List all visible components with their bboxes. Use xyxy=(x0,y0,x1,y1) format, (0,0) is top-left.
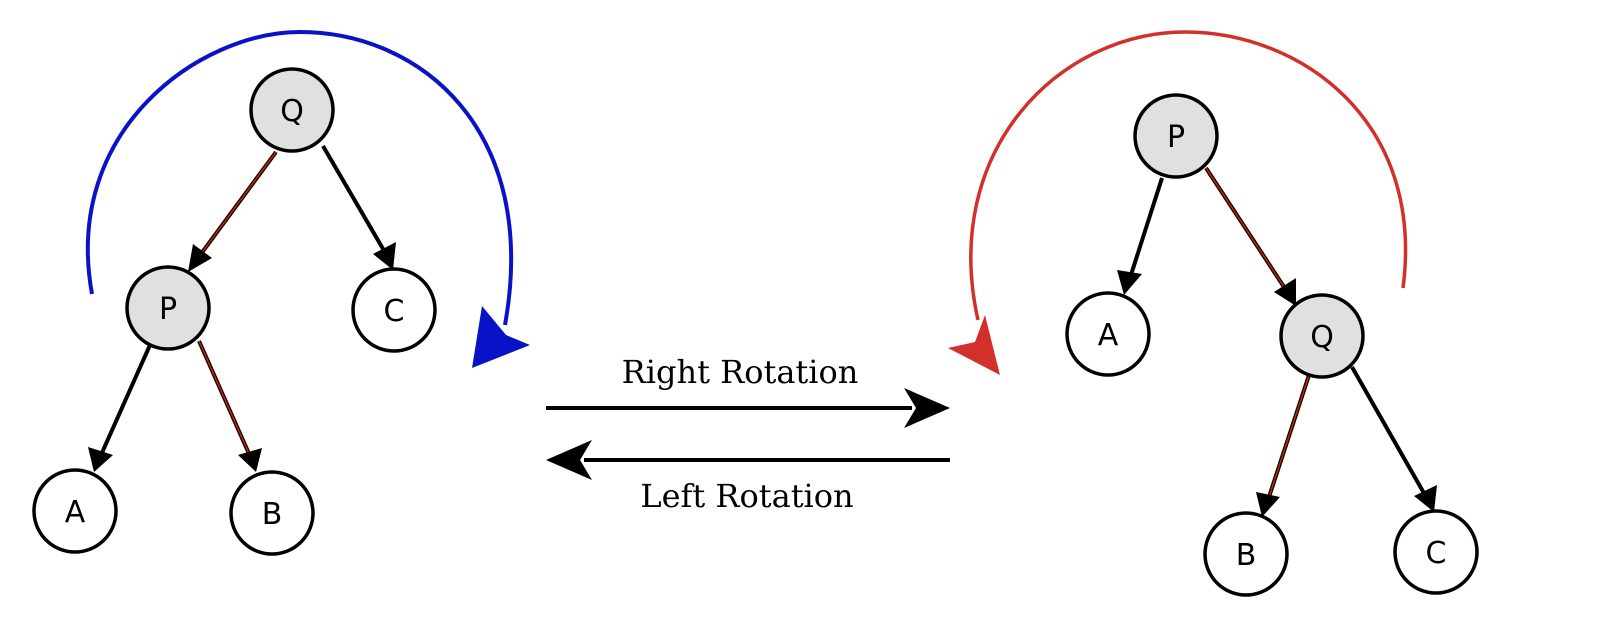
edge-p-a-arrowhead xyxy=(88,447,113,472)
right-rotation-arc-arrowhead xyxy=(472,306,530,368)
left-rotation-label: Left Rotation xyxy=(640,477,853,515)
edge-q-c-arrowhead xyxy=(373,242,396,270)
right-tree-node-q-label: Q xyxy=(1310,320,1334,355)
right-tree-node-b: B xyxy=(1203,511,1289,597)
edge-q-c-right-arrowhead xyxy=(1414,485,1437,512)
right-tree-node-c-label: C xyxy=(1426,536,1447,571)
left-rotation-arrowhead xyxy=(546,440,592,480)
right-tree-node-b-label: B xyxy=(1236,538,1257,573)
right-tree-node-p: P xyxy=(1133,93,1219,179)
edge-q-c xyxy=(321,144,388,256)
left-tree-node-q: Q xyxy=(249,67,335,153)
edge-p-a-right xyxy=(1128,177,1164,279)
right-tree-node-c: C xyxy=(1393,509,1479,595)
left-tree-node-a-label: A xyxy=(65,495,86,530)
left-tree-node-p-label: P xyxy=(159,292,177,327)
right-tree-node-q: Q xyxy=(1279,293,1365,379)
left-rotation-arc xyxy=(969,30,1408,321)
left-tree-node-b-label: B xyxy=(262,497,283,532)
edge-q-b-right-arrowhead xyxy=(1256,492,1280,517)
left-tree-node-c: C xyxy=(351,267,437,353)
right-tree-node-a-label: A xyxy=(1098,318,1119,353)
right-rotation-arrowhead xyxy=(904,388,950,428)
edge-p-a xyxy=(99,344,152,456)
left-tree-node-p: P xyxy=(125,265,211,351)
left-tree-edges xyxy=(88,144,396,472)
left-tree-node-b: B xyxy=(229,470,315,556)
edge-q-p-arrowhead xyxy=(188,244,212,272)
edge-p-b-arrowhead xyxy=(238,448,262,472)
left-tree-node-q-label: Q xyxy=(280,94,304,129)
right-rotation-label: Right Rotation xyxy=(622,353,859,391)
edge-q-c-right xyxy=(1350,366,1427,496)
left-tree-node-c-label: C xyxy=(384,294,405,329)
left-rotation-arc-arrowhead xyxy=(948,315,1000,375)
right-tree-node-a: A xyxy=(1065,291,1151,377)
left-tree-node-a: A xyxy=(32,468,118,554)
right-tree-node-p-label: P xyxy=(1167,120,1185,155)
right-rotation-arc xyxy=(85,29,514,326)
edge-p-a-right-arrowhead xyxy=(1117,270,1142,295)
right-tree-edges xyxy=(1117,166,1437,517)
edge-p-q-right-arrowhead xyxy=(1274,278,1296,306)
